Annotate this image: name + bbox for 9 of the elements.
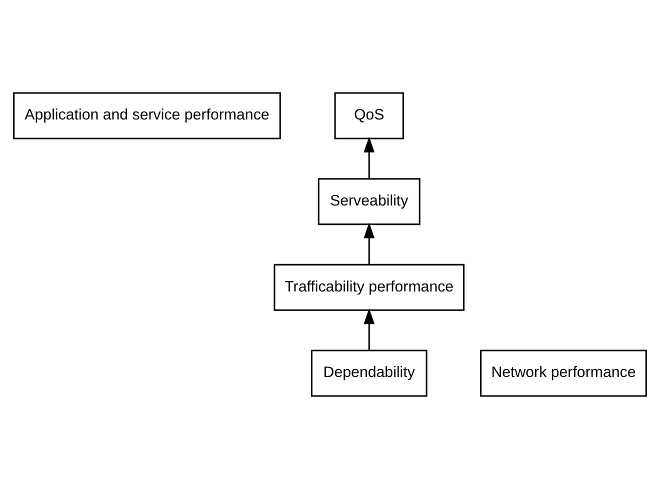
node-box: Application and service performance	[13, 92, 281, 139]
arrow	[364, 136, 375, 178]
node-box: Serveability	[318, 178, 420, 225]
node-box: QoS	[334, 92, 404, 139]
node-box: Dependability	[310, 349, 428, 396]
node-box: Trafficability performance	[274, 263, 465, 310]
arrow	[364, 222, 375, 264]
node-box: Network performance	[480, 349, 647, 396]
arrow	[364, 308, 375, 350]
